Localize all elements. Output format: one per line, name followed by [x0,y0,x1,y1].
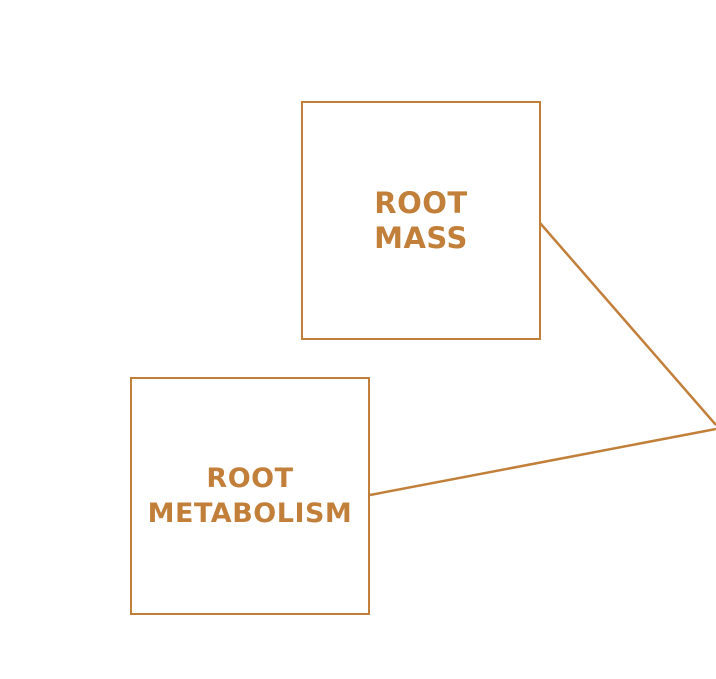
label-line: METABOLISM [147,498,353,529]
node-root-mass-label: ROOT MASS [374,186,468,256]
node-root-metabolism: ROOT METABOLISM [130,377,370,615]
label-line: ROOT [374,185,468,220]
node-root-mass: ROOT MASS [301,101,541,340]
label-line: ROOT [206,463,294,494]
label-line: MASS [374,220,468,255]
connector-root-mass [539,222,716,426]
connector-root-metabolism [369,427,716,497]
node-root-metabolism-label: ROOT METABOLISM [148,461,353,531]
